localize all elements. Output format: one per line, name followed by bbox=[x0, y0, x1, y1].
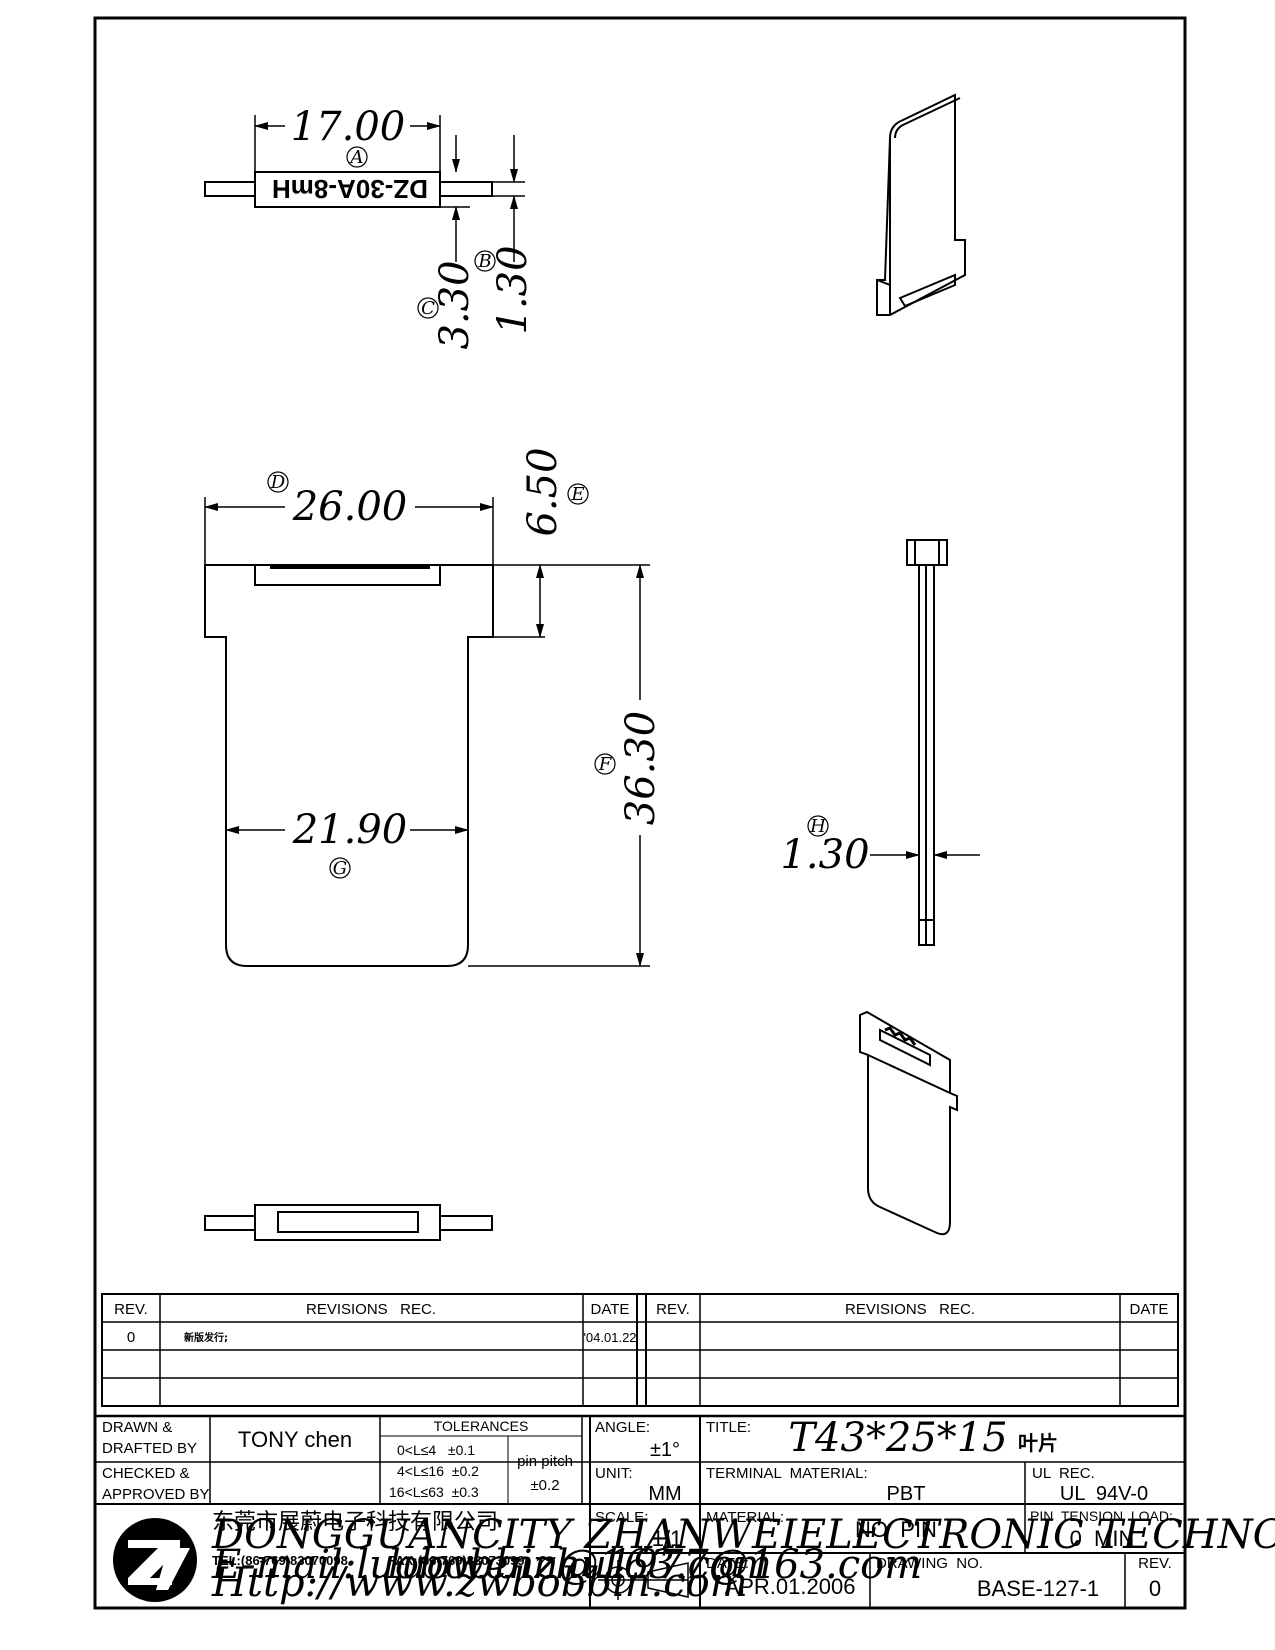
title-suffix: 叶片 bbox=[1018, 1431, 1058, 1455]
drawing-no-value: BASE-127-1 bbox=[977, 1576, 1099, 1601]
angle-value: ±1° bbox=[650, 1439, 680, 1461]
date-value: APR.01.2006 bbox=[725, 1574, 856, 1599]
drawn-label: DRAWN & bbox=[102, 1419, 172, 1436]
company-name-cn: 东莞市展蔚电子科技有限公司 bbox=[212, 1510, 498, 1535]
pin-pitch-value: ±0.2 bbox=[530, 1477, 559, 1494]
terminal-material-value: PBT bbox=[887, 1483, 926, 1505]
iso-view-bottom bbox=[859, 1010, 958, 1236]
svg-text:D: D bbox=[270, 472, 286, 493]
dim-a-callout: A bbox=[346, 146, 368, 168]
date-label: DATE: bbox=[706, 1555, 749, 1572]
dim-c-value: 3.30 bbox=[432, 260, 478, 349]
svg-text:E: E bbox=[570, 484, 584, 505]
company-email-2: luowenzhu1977@163.com bbox=[388, 1542, 922, 1588]
dim-f-value: 36.30 bbox=[618, 711, 664, 826]
title-label: TITLE: bbox=[706, 1419, 751, 1436]
dim-g-value: 21.90 bbox=[292, 807, 408, 853]
part-stamp-text: DZ-30A-8mH bbox=[272, 174, 428, 204]
company-url: Http://www.zwbobbin.com bbox=[211, 1560, 748, 1606]
checked-label: CHECKED & bbox=[102, 1465, 190, 1482]
dim-a-value: 17.00 bbox=[291, 104, 406, 150]
svg-text:H: H bbox=[809, 816, 826, 837]
dim-g-callout: G bbox=[329, 857, 351, 879]
tolerance-row-1: 0<L≤4 ±0.1 bbox=[397, 1442, 475, 1458]
angle-label: ANGLE: bbox=[595, 1419, 650, 1436]
svg-text:A: A bbox=[349, 147, 364, 168]
company-fax: FAX:(86-769)83073099 bbox=[388, 1553, 525, 1568]
projection-symbol-icon bbox=[598, 1560, 689, 1600]
approved-label: APPROVED BY bbox=[102, 1486, 210, 1503]
svg-text:G: G bbox=[333, 858, 347, 879]
front-view bbox=[204, 564, 494, 967]
scale-value: 1/1 bbox=[652, 1526, 683, 1551]
drawing-no-label: DRAWING NO. bbox=[876, 1555, 983, 1572]
ul-rec-label: UL REC. bbox=[1032, 1465, 1095, 1482]
company-email-1: E-mail:luobobbin@163.com bbox=[211, 1542, 772, 1588]
dim-b-callout: B bbox=[474, 250, 496, 272]
svg-text:B: B bbox=[477, 251, 491, 272]
dim-f-callout: F bbox=[594, 753, 616, 775]
unit-value: MM bbox=[648, 1483, 681, 1505]
side-view bbox=[906, 539, 948, 946]
rev-header-rec-right: REVISIONS REC. bbox=[845, 1301, 975, 1318]
dim-a-lines bbox=[254, 115, 525, 262]
rev-row-0-date: '04.01.22 bbox=[583, 1330, 636, 1345]
dim-e-callout: E bbox=[567, 483, 589, 505]
svg-text:F: F bbox=[598, 754, 613, 775]
material-value: NO PIN bbox=[855, 1517, 937, 1542]
rev-header-date-left: DATE bbox=[591, 1301, 630, 1318]
rev-label: REV. bbox=[1138, 1555, 1172, 1572]
company-logo-icon bbox=[113, 1518, 197, 1602]
rev-header-rev-right: REV. bbox=[656, 1301, 690, 1318]
dim-b-value: 1.30 bbox=[490, 245, 536, 334]
drawn-by-value: TONY chen bbox=[238, 1427, 352, 1452]
unit-label: UNIT: bbox=[595, 1465, 633, 1482]
dim-d-value: 26.00 bbox=[292, 484, 408, 530]
sheet-border bbox=[93, 16, 1187, 1610]
dim-h-callout: H bbox=[807, 815, 829, 837]
rev-row-0-rec: 新版发行; bbox=[184, 1331, 228, 1344]
svg-text:C: C bbox=[421, 298, 435, 319]
front-view-dims bbox=[204, 497, 650, 967]
rev-header-rev-left: REV. bbox=[114, 1301, 148, 1318]
scale-label: SCALE: bbox=[595, 1509, 648, 1526]
title-block-grid bbox=[95, 1414, 1185, 1608]
dim-h-value: 1.30 bbox=[780, 832, 869, 878]
dim-e-value: 6.50 bbox=[520, 447, 566, 536]
top-view-right-tab bbox=[439, 181, 493, 197]
company-tel: TEL:(86-769)83070098 bbox=[212, 1553, 348, 1568]
ul-rec-value: UL 94V-0 bbox=[1060, 1483, 1148, 1505]
title-value: T43*25*15 bbox=[788, 1415, 1007, 1461]
iso-view-top bbox=[876, 93, 966, 316]
top-view bbox=[204, 171, 493, 208]
bottom-view bbox=[204, 1204, 493, 1241]
dim-d-callout: D bbox=[267, 471, 289, 493]
top-view-left-tab bbox=[204, 181, 256, 197]
pin-pitch-label: pin pitch bbox=[517, 1453, 573, 1470]
pin-tension-label: PIN TENSION LOAD: bbox=[1030, 1508, 1173, 1524]
tolerance-row-2: 4<L≤16 ±0.2 bbox=[397, 1463, 479, 1479]
revisions-table bbox=[101, 1293, 1179, 1407]
rev-header-date-right: DATE bbox=[1130, 1301, 1169, 1318]
rev-header-rec-left: REVISIONS REC. bbox=[306, 1301, 436, 1318]
tolerances-label: TOLERANCES bbox=[434, 1418, 529, 1434]
rev-value: 0 bbox=[1149, 1576, 1161, 1601]
pin-tension-value: 0 MIN bbox=[1070, 1526, 1135, 1551]
dim-c-callout: C bbox=[417, 297, 439, 319]
terminal-material-label: TERMINAL MATERIAL: bbox=[706, 1465, 868, 1482]
material-label: MATERIAL: bbox=[706, 1509, 784, 1526]
company-name-en: DONGGUANCITY ZHANWEIELECTRONIC TECHNOLOG… bbox=[211, 1512, 1275, 1558]
drafted-label: DRAFTED BY bbox=[102, 1440, 197, 1457]
tolerance-row-3: 16<L≤63 ±0.3 bbox=[389, 1484, 479, 1500]
rev-row-0-rev: 0 bbox=[127, 1329, 135, 1346]
